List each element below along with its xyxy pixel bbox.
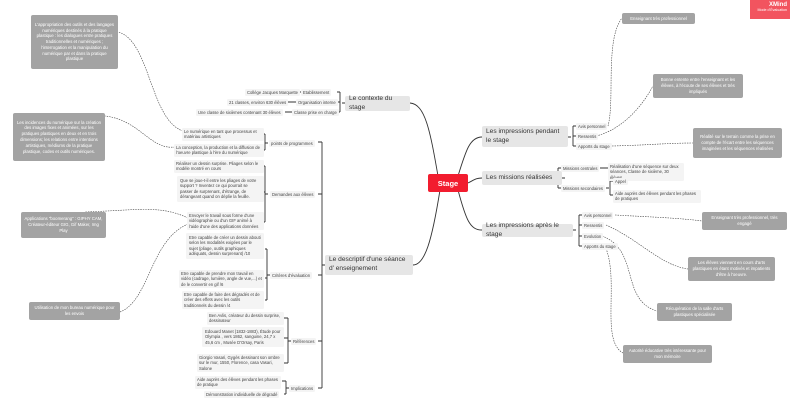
topic-impressions-pendant[interactable]: Les impressions pendant le stage [482, 126, 568, 147]
note-appropriation[interactable]: L'appropriation des outils et des langag… [31, 15, 118, 69]
root-topic-stage[interactable]: Stage [428, 174, 468, 192]
note-bureau-numerique[interactable]: Utilisation de mon bureau numérique pour… [29, 302, 120, 320]
subtopic-ressentis[interactable]: Ressentis [582, 222, 605, 230]
value-etablissement[interactable]: Collège Jacques Marquette [245, 89, 300, 97]
subtopic-evolution[interactable]: Evolution [582, 233, 604, 241]
value-organisation[interactable]: 21 classes, environ 630 élèves [227, 99, 289, 107]
subtopic-avis-personnel[interactable]: Avis personnel [582, 212, 614, 220]
note-realite-terrain[interactable]: Réalité sur le terrain comme la prise en… [693, 128, 782, 158]
mode-label: Mode d'Évaluation [757, 8, 787, 12]
programme-item[interactable]: La conception, la production et la diffu… [174, 144, 264, 157]
reference-item[interactable]: Ben Avlis, créateur du dessin surprise, … [207, 312, 284, 325]
note-enseignant-professionnel[interactable]: Enseignant très professionnel [622, 13, 695, 24]
subtopic-demandes[interactable]: Demandes aux élèves [270, 191, 316, 199]
note-enseignant-engage[interactable]: Enseignant très professionnel, très enga… [702, 212, 787, 230]
mission-secondaire-item[interactable]: Aide auprès des élèves pendant les phase… [613, 190, 701, 203]
programme-item[interactable]: Le numérique en tant que processus et ma… [182, 128, 264, 141]
note-incidences[interactable]: Les incidences du numérique sur la créat… [13, 113, 105, 161]
topic-contexte[interactable]: Le contexte du stage [345, 95, 410, 111]
subtopic-organisation[interactable]: Organisation interne [296, 99, 338, 107]
note-eleves-motives[interactable]: Les élèves viennent en cours d'arts plas… [688, 257, 775, 281]
value-classe[interactable]: Une classe de sixièmes contenant 30 élèv… [196, 109, 283, 117]
mission-secondaire-item[interactable]: Appel [613, 178, 628, 186]
topic-impressions-apres[interactable]: Les impressions après le stage [482, 222, 573, 238]
mission-centrale-value[interactable]: Réalisation d'une séquence sur deux séan… [608, 163, 684, 182]
critere-item[interactable]: Etre capable de faire des dégradés et de… [182, 291, 264, 310]
subtopic-avis-personnel[interactable]: Avis personnel [576, 123, 608, 131]
topic-missions[interactable]: Les missions réalisées [482, 171, 562, 185]
critere-item[interactable]: Etre capable de prendre mon travail en v… [179, 270, 264, 289]
subtopic-ressentis[interactable]: Ressentis [576, 133, 599, 141]
xmind-evaluation-badge[interactable]: XMind Mode d'Évaluation [750, 0, 790, 19]
critere-item[interactable]: Etre capable de créer un dessin abouti s… [186, 233, 264, 259]
demande-item[interactable]: Envoyer le travail sous forme d'une vidé… [187, 212, 264, 231]
subtopic-classe[interactable]: Classe prise en charge [292, 109, 339, 117]
note-salle-arts-plastiques[interactable]: Récupération de la salle d'arts plastiqu… [657, 303, 732, 321]
reference-item[interactable]: Giorgio Vasari, Gygès dessinant son ombr… [197, 354, 284, 373]
demande-item[interactable]: Réaliser un dessin surprise. Pliages sel… [174, 160, 264, 173]
brand-label: XMind [769, 2, 787, 8]
implication-item[interactable]: Démonstration individuelle de dégradé [204, 391, 280, 399]
reference-item[interactable]: Edouard Manet (1832-1883), Étude pour Ol… [202, 327, 284, 348]
subtopic-missions-centrales[interactable]: Missions centrales [561, 165, 600, 173]
implication-item[interactable]: Aide auprès des élèves pendant les phase… [195, 376, 281, 389]
subtopic-apports[interactable]: Apports du stage [582, 243, 618, 251]
note-applications[interactable]: Applications "boomerang" : GIPHY CAM, Cr… [21, 212, 106, 238]
subtopic-etablissement[interactable]: Etablissement [301, 89, 332, 97]
subtopic-apports[interactable]: Apports du stage [576, 143, 612, 151]
note-bonne-entente[interactable]: Bonne entente entre l'enseignant et les … [653, 74, 743, 98]
subtopic-missions-secondaires[interactable]: Missions secondaires [561, 185, 606, 193]
subtopic-programmes[interactable]: points de programmes [269, 140, 315, 148]
note-autorite-educative[interactable]: Autorité éducative très intéressante pou… [623, 345, 712, 363]
demande-item[interactable]: Que se joue-t-il entre les pliages de vo… [177, 176, 264, 202]
subtopic-criteres[interactable]: Critères d'évaluation [270, 272, 313, 280]
subtopic-references[interactable]: Références [291, 338, 317, 346]
subtopic-implications[interactable]: Implications [289, 385, 316, 393]
topic-descriptif[interactable]: Le descriptif d'une séance d' enseigneme… [325, 255, 413, 275]
